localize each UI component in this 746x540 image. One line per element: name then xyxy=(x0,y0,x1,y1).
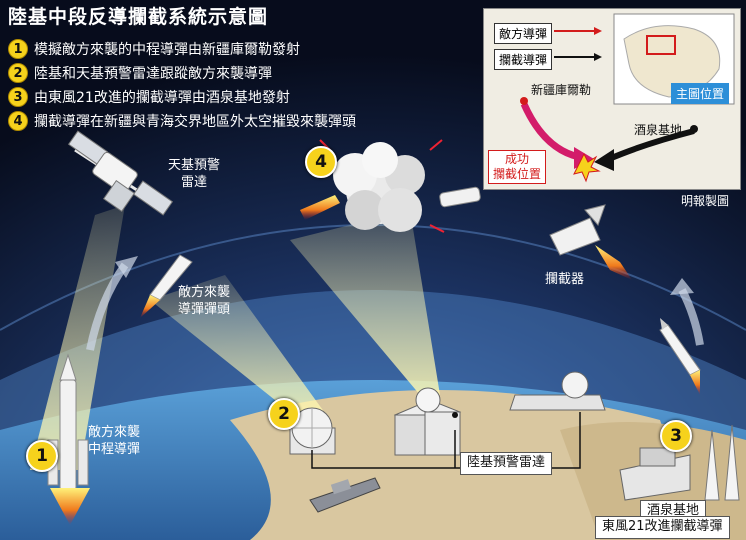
ground-radar-beam-1 xyxy=(150,275,330,420)
interceptor-label: 攔截器 xyxy=(545,272,585,287)
ground-radar-building xyxy=(393,387,462,456)
inset-map: 敵方導彈 攔截導彈 新疆庫爾勒 酒泉基地 成功 攔截位置 主圖位置 xyxy=(483,8,741,190)
step-3-text: 由東風21改進的攔截導彈由酒泉基地發射 xyxy=(34,90,290,106)
credit: 明報製圖 xyxy=(681,194,730,208)
ascent-arrowhead-left xyxy=(115,256,138,278)
enemy-warhead-label: 敵方來襲 導彈彈頭 xyxy=(178,285,231,317)
ascent-arrow-right xyxy=(678,288,704,346)
step-1-text: 模擬敵方來襲的中程導彈由新疆庫爾勒發射 xyxy=(34,42,300,58)
enemy-missile-label: 敵方來襲 中程導彈 xyxy=(88,425,141,457)
scene-number-2: 2 xyxy=(268,398,300,430)
legend-enemy: 敵方導彈 xyxy=(494,23,553,44)
ground-radar-label: 陸基預警雷達 xyxy=(460,452,553,475)
link-dot xyxy=(452,412,458,418)
ground-radar-dome-1 xyxy=(289,407,336,455)
debris-missile xyxy=(300,186,481,220)
main-map-label: 主圖位置 xyxy=(671,83,730,104)
step-3-badge: 3 xyxy=(8,87,28,107)
space-radar-label: 天基預警 雷達 xyxy=(168,158,221,190)
step-4-badge: 4 xyxy=(8,111,28,131)
ground-radar-beam-2 xyxy=(290,210,440,395)
step-3: 3 由東風21改進的攔截導彈由酒泉基地發射 xyxy=(8,86,290,108)
launch-base xyxy=(619,424,740,501)
korla-label: 新疆庫爾勒 xyxy=(531,83,592,97)
space-radar-beam xyxy=(30,205,125,470)
success-label: 成功 攔截位置 xyxy=(488,150,547,184)
warship xyxy=(309,477,381,513)
scene-number-1: 1 xyxy=(26,440,58,472)
page-title: 陸基中段反導攔截系統示意圖 xyxy=(8,6,269,28)
ascent-arrow-left xyxy=(86,262,129,351)
df21-label: 東風21改進攔截導彈 xyxy=(595,516,730,539)
step-2-badge: 2 xyxy=(8,63,28,83)
interceptor-missile xyxy=(659,318,701,395)
step-2: 2 陸基和天基預警雷達跟蹤敵方來襲導彈 xyxy=(8,62,272,84)
radar-link-lines xyxy=(311,412,581,469)
step-2-text: 陸基和天基預警雷達跟蹤敵方來襲導彈 xyxy=(34,66,272,82)
explosion xyxy=(319,139,445,233)
scene-number-3: 3 xyxy=(660,420,692,452)
legend-intercept: 攔截導彈 xyxy=(494,49,553,70)
step-1: 1 模擬敵方來襲的中程導彈由新疆庫爾勒發射 xyxy=(8,38,300,60)
space-radar-satellite xyxy=(67,130,174,216)
jiuquan-label: 酒泉基地 xyxy=(634,123,683,137)
step-4: 4 攔截導彈在新疆與青海交界地區外太空摧毀來襲彈頭 xyxy=(8,110,356,132)
ground-radar-dome-2 xyxy=(509,371,606,411)
ascent-arrowhead-right xyxy=(670,278,694,295)
step-4-text: 攔截導彈在新疆與青海交界地區外太空摧毀來襲彈頭 xyxy=(34,114,356,130)
step-1-badge: 1 xyxy=(8,39,28,59)
interceptor-vehicle xyxy=(549,204,632,280)
enemy-warhead xyxy=(140,254,193,318)
scene-number-4: 4 xyxy=(305,146,337,178)
